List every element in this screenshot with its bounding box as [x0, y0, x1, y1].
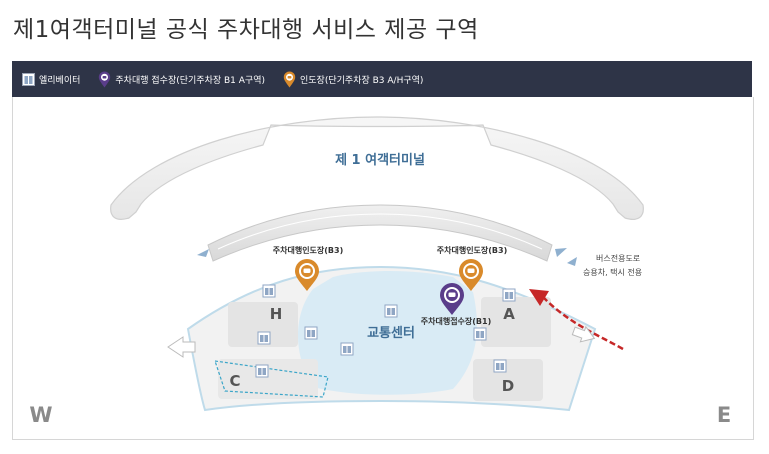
zone-d-block — [473, 359, 543, 401]
direction-arrow-icon — [529, 289, 549, 306]
map-frame: 제 1 여객터미널 버스전용도로 승용차, 택시 전용 H A C D 교통센터 — [12, 97, 754, 440]
zone-h-block — [228, 302, 298, 347]
west-label: W — [29, 403, 52, 427]
elevator-icon — [262, 284, 276, 298]
elevator-icon — [384, 304, 398, 318]
direction-arrow-icon — [555, 248, 567, 257]
direction-arrow-icon — [197, 249, 209, 257]
legend-bar: 엘리베이터 주차대행 접수장(단기주차장 B1 A구역) 인도장(단기주차장 B… — [12, 61, 752, 97]
elevator-icon — [493, 359, 507, 373]
zone-c-dashed — [214, 360, 329, 398]
page-title: 제1여객터미널 공식 주차대행 서비스 제공 구역 — [13, 17, 479, 43]
elevator-icon — [255, 364, 269, 378]
terminal-label: 제 1 여객터미널 — [335, 152, 425, 168]
legend-elevator-label: 엘리베이터 — [39, 75, 81, 86]
car-icon — [448, 292, 456, 297]
east-label: E — [717, 403, 731, 427]
delivery-pin-icon — [283, 71, 296, 87]
terminal-building — [110, 116, 644, 220]
elevator-icon — [340, 342, 354, 356]
direction-arrow-icon — [567, 257, 577, 266]
zone-c-label: C — [229, 372, 240, 390]
car-icon — [467, 268, 475, 273]
delivery-left-label: 주차대행인도장(B3) — [273, 245, 344, 255]
delivery-right-label: 주차대행인도장(B3) — [437, 245, 508, 255]
transport-center-label: 교통센터 — [367, 325, 415, 341]
delivery-pin-icon — [295, 259, 319, 291]
reception-label: 주차대행접수장(B1) — [421, 316, 492, 326]
transport-center-area — [297, 271, 477, 395]
reception-pin-icon — [440, 283, 464, 315]
approach-route — [540, 294, 624, 351]
elevator-icon — [473, 327, 487, 341]
elevator-icon — [304, 326, 318, 340]
reception-pin-icon — [99, 71, 111, 87]
direction-arrow-icon — [571, 325, 596, 343]
delivery-pin-icon — [459, 259, 483, 291]
departure-road — [207, 204, 553, 262]
bus-note-line2: 승용차, 택시 전용 — [583, 267, 642, 277]
direction-arrow-icon — [167, 336, 196, 358]
parking-map: 제 1 여객터미널 버스전용도로 승용차, 택시 전용 H A C D 교통센터 — [29, 116, 731, 427]
legend-delivery: 인도장(단기주차장 B3 A/H구역) — [283, 71, 423, 88]
zone-d-label: D — [502, 377, 514, 395]
elevator-icon — [22, 72, 35, 86]
zone-c-block — [218, 359, 318, 399]
car-icon — [303, 268, 311, 273]
zone-a-block — [481, 297, 551, 347]
bus-note-line1: 버스전용도로 — [596, 253, 640, 263]
elevator-icon — [257, 331, 271, 345]
legend-delivery-label: 인도장(단기주차장 B3 A/H구역) — [300, 75, 424, 86]
legend-reception-label: 주차대행 접수장(단기주차장 B1 A구역) — [115, 75, 265, 86]
zone-a-label: A — [503, 305, 515, 323]
elevator-icon — [502, 288, 516, 302]
legend-reception: 주차대행 접수장(단기주차장 B1 A구역) — [98, 71, 265, 88]
zone-h-label: H — [270, 305, 283, 323]
legend-elevator: 엘리베이터 — [22, 72, 81, 86]
